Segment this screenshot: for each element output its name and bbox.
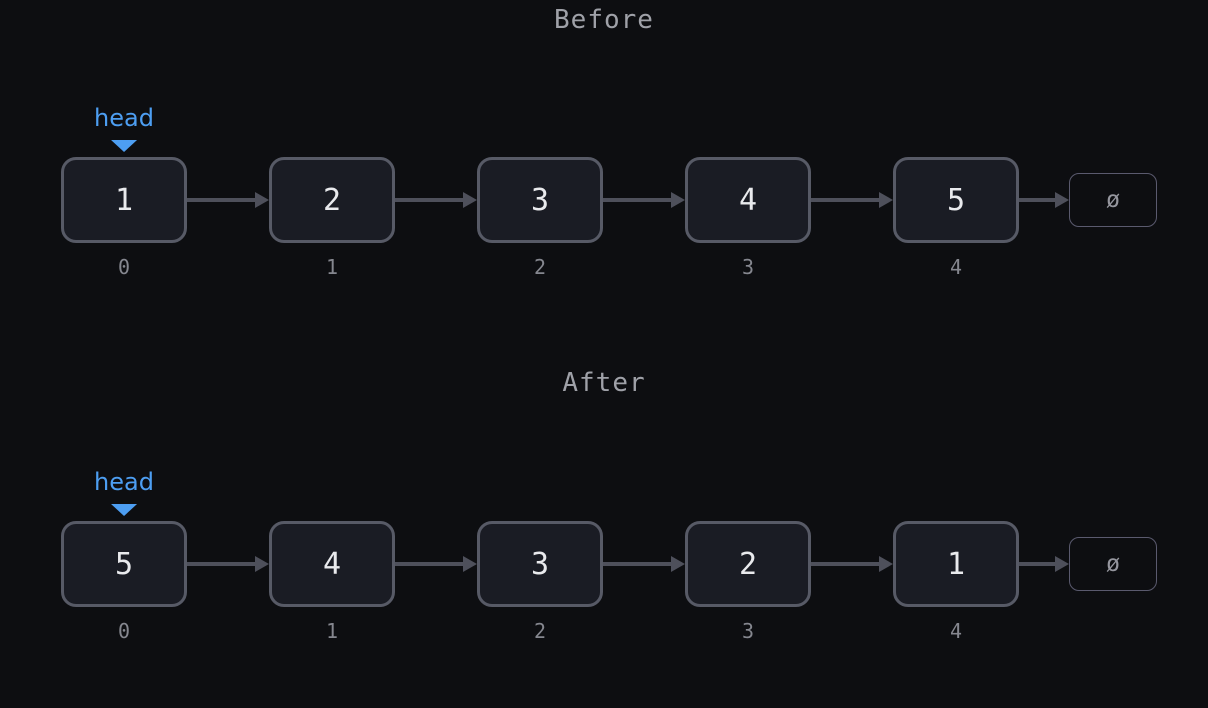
list-node-group: head 5 0: [61, 468, 187, 643]
next-pointer-arrow: [187, 556, 269, 572]
next-pointer-arrow: [1019, 192, 1069, 208]
head-label: head: [94, 104, 154, 132]
arrow-line: [603, 198, 673, 202]
list-node-group: 5 4: [893, 157, 1019, 279]
arrow-line: [395, 198, 465, 202]
node-value: 4: [322, 546, 342, 582]
arrow-head-icon: [1055, 556, 1069, 572]
next-pointer-arrow: [603, 556, 685, 572]
list-node-group: 1 4: [893, 521, 1019, 643]
list-node: 5: [61, 521, 187, 607]
node-value: 4: [738, 182, 758, 218]
next-pointer-arrow: [603, 192, 685, 208]
null-symbol: ø: [1106, 551, 1120, 577]
node-index: 2: [533, 619, 547, 643]
list-node: 1: [893, 521, 1019, 607]
list-node: 2: [685, 521, 811, 607]
node-index: 4: [949, 619, 963, 643]
null-node: ø: [1069, 537, 1157, 591]
list-node-group: 2 1: [269, 157, 395, 279]
node-value: 5: [114, 546, 134, 582]
arrow-line: [1019, 562, 1057, 566]
head-pointer: head: [94, 104, 154, 152]
list-node-group: 3 2: [477, 157, 603, 279]
after-section-title: After: [562, 368, 646, 398]
arrow-line: [811, 562, 881, 566]
arrow-line: [395, 562, 465, 566]
node-value: 1: [114, 182, 134, 218]
arrow-head-icon: [1055, 192, 1069, 208]
null-symbol: ø: [1106, 187, 1120, 213]
node-value: 2: [738, 546, 758, 582]
null-node: ø: [1069, 173, 1157, 227]
arrow-head-icon: [879, 192, 893, 208]
arrow-head-icon: [255, 556, 269, 572]
node-value: 3: [530, 546, 550, 582]
list-node: 4: [685, 157, 811, 243]
linked-list-after: head 5 0 4 1 3 2 2 3 1 4 ø: [61, 468, 1157, 643]
arrow-head-icon: [671, 556, 685, 572]
next-pointer-arrow: [1019, 556, 1069, 572]
node-index: 1: [325, 619, 339, 643]
list-node: 2: [269, 157, 395, 243]
list-node: 1: [61, 157, 187, 243]
arrow-line: [811, 198, 881, 202]
node-index: 3: [741, 619, 755, 643]
list-node: 5: [893, 157, 1019, 243]
arrow-head-icon: [463, 192, 477, 208]
node-index: 0: [117, 255, 131, 279]
node-index: 2: [533, 255, 547, 279]
arrow-head-icon: [463, 556, 477, 572]
list-node-group: 4 3: [685, 157, 811, 279]
node-index: 0: [117, 619, 131, 643]
list-node: 3: [477, 157, 603, 243]
list-node: 4: [269, 521, 395, 607]
node-index: 1: [325, 255, 339, 279]
arrow-head-icon: [671, 192, 685, 208]
arrow-line: [1019, 198, 1057, 202]
head-arrow-icon: [110, 504, 137, 516]
next-pointer-arrow: [811, 556, 893, 572]
before-section-title: Before: [554, 5, 654, 35]
node-value: 2: [322, 182, 342, 218]
list-node-group: head 1 0: [61, 104, 187, 279]
arrow-line: [187, 198, 257, 202]
node-value: 5: [946, 182, 966, 218]
next-pointer-arrow: [811, 192, 893, 208]
linked-list-before: head 1 0 2 1 3 2 4 3 5 4 ø: [61, 104, 1157, 279]
next-pointer-arrow: [395, 192, 477, 208]
list-node-group: 4 1: [269, 521, 395, 643]
node-value: 3: [530, 182, 550, 218]
arrow-line: [187, 562, 257, 566]
arrow-line: [603, 562, 673, 566]
node-index: 3: [741, 255, 755, 279]
head-pointer: head: [94, 468, 154, 516]
arrow-head-icon: [255, 192, 269, 208]
next-pointer-arrow: [187, 192, 269, 208]
list-node: 3: [477, 521, 603, 607]
head-arrow-icon: [110, 140, 137, 152]
node-index: 4: [949, 255, 963, 279]
list-node-group: 3 2: [477, 521, 603, 643]
node-value: 1: [946, 546, 966, 582]
list-node-group: 2 3: [685, 521, 811, 643]
next-pointer-arrow: [395, 556, 477, 572]
head-label: head: [94, 468, 154, 496]
arrow-head-icon: [879, 556, 893, 572]
